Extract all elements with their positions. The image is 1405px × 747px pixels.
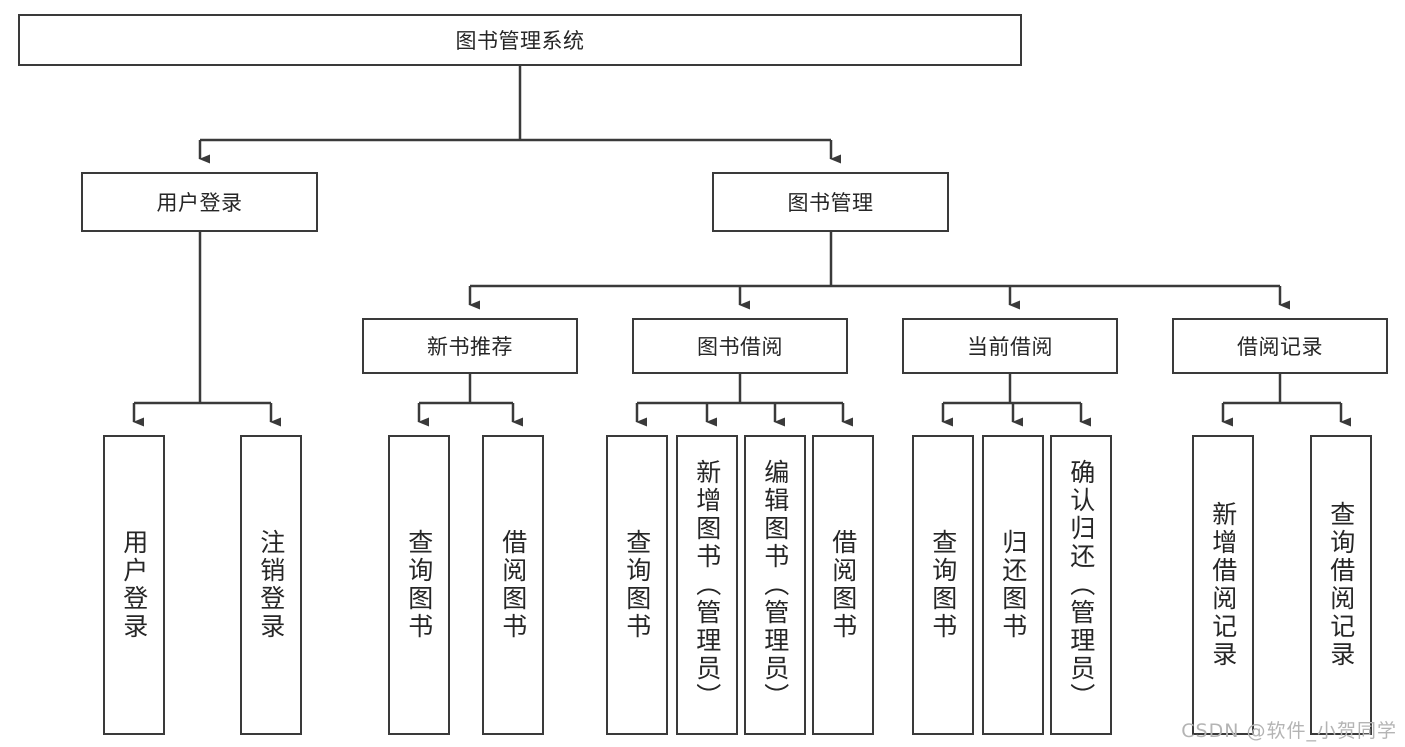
node-new-book-rec[interactable]: 新书推荐 [362, 318, 578, 374]
node-leaf-add-record-label: 新增借阅记录 [1208, 501, 1238, 669]
node-leaf-add-book[interactable]: 新增图书（管理员） [676, 435, 738, 735]
node-book-manage-label: 图书管理 [787, 191, 874, 215]
node-leaf-borrow-book-1[interactable]: 借阅图书 [482, 435, 544, 735]
watermark-text: CSDN @软件_小贺同学 [1181, 720, 1397, 742]
node-current-borrow-label: 当前借阅 [967, 335, 1053, 359]
node-leaf-query-book-2-label: 查询图书 [622, 529, 652, 641]
node-leaf-query-book-1[interactable]: 查询图书 [388, 435, 450, 735]
node-leaf-return-book-label: 归还图书 [998, 529, 1028, 641]
node-leaf-user-login-label: 用户登录 [119, 529, 149, 641]
node-root-label: 图书管理系统 [455, 29, 585, 53]
node-book-borrow[interactable]: 图书借阅 [632, 318, 848, 374]
node-user-login[interactable]: 用户登录 [81, 172, 318, 232]
node-leaf-borrow-book-1-label: 借阅图书 [498, 529, 528, 641]
node-leaf-confirm-return[interactable]: 确认归还（管理员） [1050, 435, 1112, 735]
node-current-borrow[interactable]: 当前借阅 [902, 318, 1118, 374]
node-leaf-borrow-book-2[interactable]: 借阅图书 [812, 435, 874, 735]
node-leaf-edit-book-label: 编辑图书（管理员） [760, 459, 790, 711]
node-leaf-logout[interactable]: 注销登录 [240, 435, 302, 735]
node-borrow-record[interactable]: 借阅记录 [1172, 318, 1388, 374]
node-leaf-query-book-2[interactable]: 查询图书 [606, 435, 668, 735]
node-user-login-label: 用户登录 [156, 191, 243, 215]
node-leaf-user-login[interactable]: 用户登录 [103, 435, 165, 735]
node-new-book-rec-label: 新书推荐 [427, 335, 513, 359]
node-leaf-add-record[interactable]: 新增借阅记录 [1192, 435, 1254, 735]
node-leaf-borrow-book-2-label: 借阅图书 [828, 529, 858, 641]
node-book-borrow-label: 图书借阅 [697, 335, 783, 359]
node-leaf-confirm-return-label: 确认归还（管理员） [1066, 459, 1096, 711]
node-leaf-query-record[interactable]: 查询借阅记录 [1310, 435, 1372, 735]
node-borrow-record-label: 借阅记录 [1237, 335, 1323, 359]
node-leaf-edit-book[interactable]: 编辑图书（管理员） [744, 435, 806, 735]
node-leaf-query-book-3-label: 查询图书 [928, 529, 958, 641]
node-leaf-logout-label: 注销登录 [256, 529, 286, 641]
node-leaf-return-book[interactable]: 归还图书 [982, 435, 1044, 735]
node-leaf-query-record-label: 查询借阅记录 [1326, 501, 1356, 669]
node-leaf-query-book-1-label: 查询图书 [404, 529, 434, 641]
node-root[interactable]: 图书管理系统 [18, 14, 1022, 66]
node-book-manage[interactable]: 图书管理 [712, 172, 949, 232]
node-leaf-add-book-label: 新增图书（管理员） [692, 459, 722, 711]
node-leaf-query-book-3[interactable]: 查询图书 [912, 435, 974, 735]
